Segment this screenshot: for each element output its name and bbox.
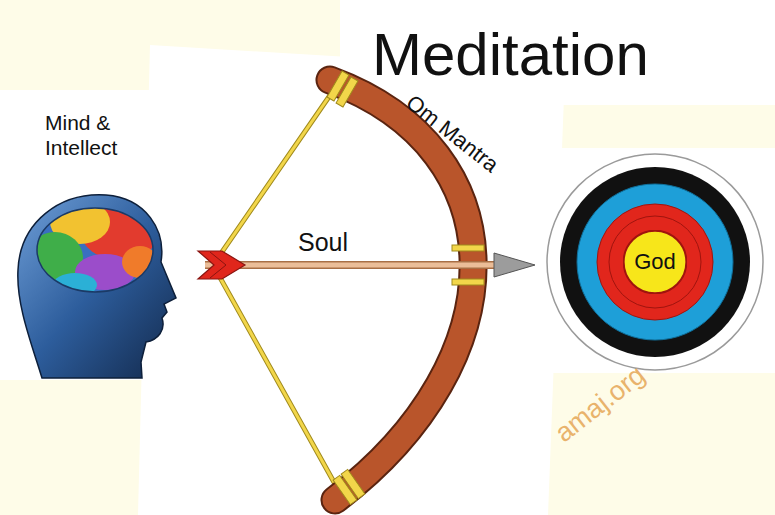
title: Meditation xyxy=(372,22,649,88)
arrow-fletching xyxy=(198,251,245,279)
arrow-fletching xyxy=(210,265,226,278)
paper-ground xyxy=(545,148,775,373)
arrow-shaft xyxy=(205,261,500,269)
brain-outline xyxy=(37,208,153,292)
target-ring xyxy=(597,204,713,320)
paper-ground xyxy=(340,0,775,105)
arrow-shaft xyxy=(205,263,500,268)
brain xyxy=(27,200,160,300)
node-label: God xyxy=(634,249,676,275)
node-circle xyxy=(624,231,687,294)
target-ring xyxy=(577,184,733,340)
arrow-label: Soul xyxy=(298,227,348,257)
head-silhouette xyxy=(18,195,176,378)
arrow-head xyxy=(494,253,535,277)
target-ring xyxy=(609,216,701,308)
target-bullseye: God xyxy=(623,230,687,294)
arrow-fletching xyxy=(210,252,226,265)
target-ring xyxy=(560,167,750,357)
paper-ground xyxy=(0,90,190,380)
head-illustration xyxy=(18,195,176,378)
bowstring xyxy=(213,88,340,493)
target-ring xyxy=(547,154,763,370)
bowstring xyxy=(213,88,340,493)
target-illustration xyxy=(547,154,763,370)
paper-ground xyxy=(138,45,565,515)
part-label: Mind & Intellect xyxy=(45,110,157,160)
arrow-illustration xyxy=(198,251,535,279)
